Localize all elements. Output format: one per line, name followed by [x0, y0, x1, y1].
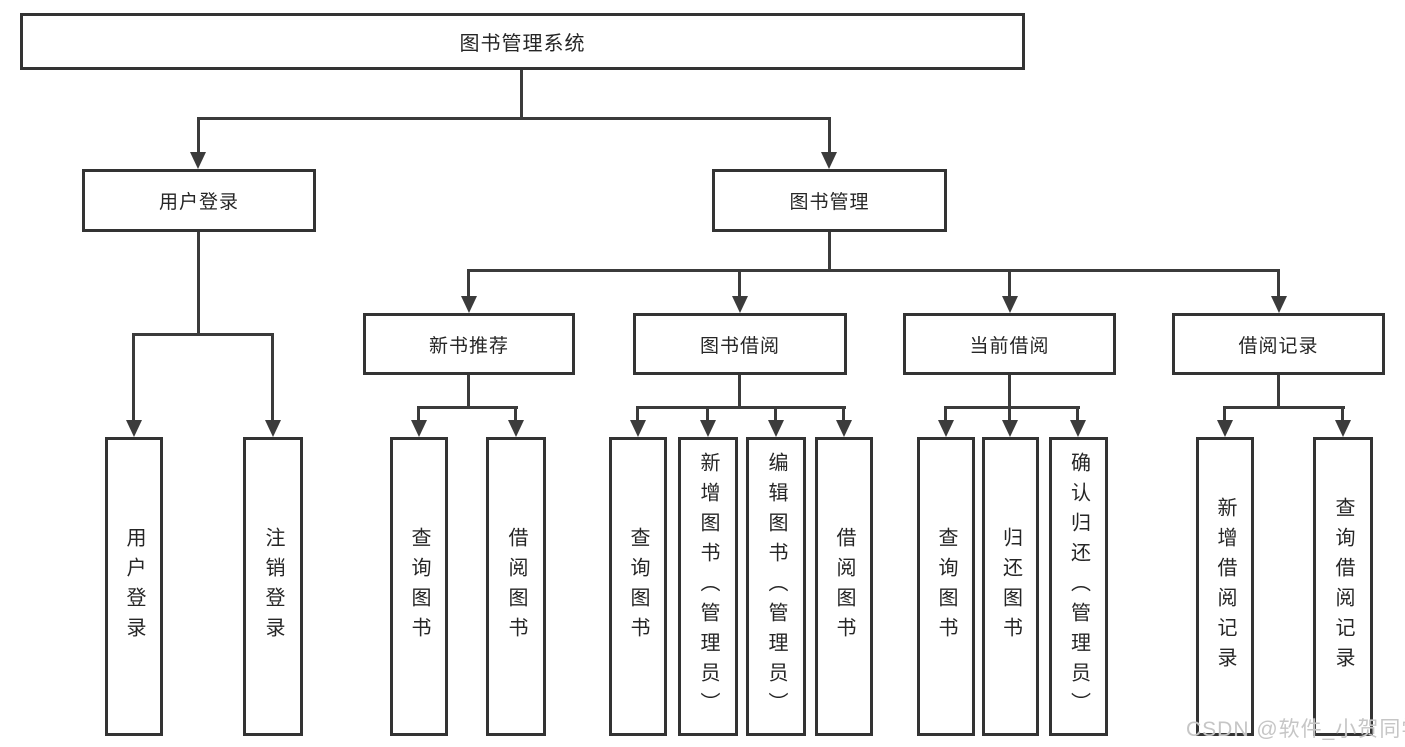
leaf-recommend-query-books-label: 查询图书 — [408, 526, 430, 647]
leaf-recommend-borrow-books: 借阅图书 — [486, 437, 546, 736]
leaf-records-query-record: 查询借阅记录 — [1313, 437, 1373, 736]
connector-stem — [467, 375, 470, 409]
connector-stem — [738, 375, 741, 409]
leaf-current-return-books-label: 归还图书 — [999, 526, 1022, 647]
leaf-borrowing-borrow-books-label: 借阅图书 — [833, 526, 855, 647]
connector-rail — [1223, 406, 1345, 409]
connector-drop — [706, 406, 709, 422]
leaf-current-query-books-label: 查询图书 — [935, 526, 957, 647]
node-new-book-recommendation: 新书推荐 — [363, 313, 575, 375]
connector-drop — [738, 269, 741, 297]
leaf-current-confirm-return-admin: 确认归还（管理员） — [1049, 437, 1108, 736]
connector-rail — [132, 333, 274, 336]
connector-drop — [1008, 406, 1011, 422]
arrow-down-icon — [508, 420, 524, 437]
leaf-borrowing-query-books-label: 查询图书 — [627, 526, 649, 647]
arrow-down-icon — [821, 152, 837, 169]
connector-drop — [944, 406, 947, 422]
connector-drop — [828, 117, 831, 153]
arrow-down-icon — [1002, 420, 1018, 437]
node-book-borrowing-label: 图书借阅 — [699, 335, 780, 357]
leaf-current-confirm-return-admin-label: 确认归还（管理员） — [1067, 451, 1090, 722]
leaf-records-add-record: 新增借阅记录 — [1196, 437, 1254, 736]
leaf-borrowing-edit-books-admin: 编辑图书（管理员） — [746, 437, 806, 736]
connector-stem — [1008, 375, 1011, 409]
csdn-watermark: CSDN @软件_小贺同学 — [1186, 718, 1405, 741]
connector-drop — [1223, 406, 1226, 422]
leaf-logout: 注销登录 — [243, 437, 303, 736]
leaf-user-login: 用户登录 — [105, 437, 163, 736]
connector-l2-rail — [197, 117, 831, 120]
arrow-down-icon — [768, 420, 784, 437]
connector-stem — [1277, 375, 1280, 409]
arrow-down-icon — [190, 152, 206, 169]
node-current-borrowing-label: 当前借阅 — [969, 335, 1050, 357]
arrow-down-icon — [411, 420, 427, 437]
arrow-down-icon — [836, 420, 852, 437]
node-current-borrowing: 当前借阅 — [903, 313, 1116, 375]
node-user-login: 用户登录 — [82, 169, 316, 232]
leaf-user-login-label: 用户登录 — [123, 526, 145, 647]
node-new-book-recommendation-label: 新书推荐 — [428, 335, 509, 357]
node-book-borrowing: 图书借阅 — [633, 313, 847, 375]
connector-drop — [132, 333, 135, 421]
arrow-down-icon — [938, 420, 954, 437]
node-book-management: 图书管理 — [712, 169, 947, 232]
connector-drop — [1341, 406, 1344, 422]
node-user-login-label: 用户登录 — [158, 192, 239, 213]
leaf-recommend-borrow-books-label: 借阅图书 — [505, 526, 527, 647]
leaf-borrowing-edit-books-admin-label: 编辑图书（管理员） — [765, 451, 787, 722]
arrow-down-icon — [1217, 420, 1233, 437]
leaf-borrowing-query-books: 查询图书 — [609, 437, 667, 736]
connector-drop — [467, 269, 470, 297]
arrow-down-icon — [1271, 296, 1287, 313]
leaf-logout-label: 注销登录 — [262, 526, 284, 647]
connector-rail — [944, 406, 1080, 409]
connector-drop — [1008, 269, 1011, 297]
connector-drop — [842, 406, 845, 422]
leaf-records-add-record-label: 新增借阅记录 — [1214, 496, 1236, 677]
connector-root-stem — [520, 70, 523, 118]
arrow-down-icon — [1002, 296, 1018, 313]
arrow-down-icon — [126, 420, 142, 437]
arrow-down-icon — [700, 420, 716, 437]
node-borrowing-records-label: 借阅记录 — [1238, 335, 1319, 357]
connector-rail — [417, 406, 518, 409]
arrow-down-icon — [265, 420, 281, 437]
leaf-borrowing-add-books-admin-label: 新增图书（管理员） — [697, 451, 719, 722]
connector-stem — [197, 232, 200, 335]
connector-drop — [514, 406, 517, 422]
connector-rail — [636, 406, 846, 409]
leaf-borrowing-borrow-books: 借阅图书 — [815, 437, 873, 736]
leaf-records-query-record-label: 查询借阅记录 — [1332, 496, 1354, 677]
node-borrowing-records: 借阅记录 — [1172, 313, 1385, 375]
arrow-down-icon — [461, 296, 477, 313]
arrow-down-icon — [732, 296, 748, 313]
connector-drop — [271, 333, 274, 421]
arrow-down-icon — [1070, 420, 1086, 437]
node-root: 图书管理系统 — [20, 13, 1025, 70]
connector-drop — [197, 117, 200, 153]
connector-drop — [1076, 406, 1079, 422]
leaf-recommend-query-books: 查询图书 — [390, 437, 448, 736]
arrow-down-icon — [1335, 420, 1351, 437]
connector-drop — [774, 406, 777, 422]
connector-drop — [417, 406, 420, 422]
connector-drop — [636, 406, 639, 422]
node-book-management-label: 图书管理 — [789, 192, 870, 213]
leaf-current-query-books: 查询图书 — [917, 437, 975, 736]
connector-l3-rail — [467, 269, 1280, 272]
leaf-borrowing-add-books-admin: 新增图书（管理员） — [678, 437, 738, 736]
leaf-current-return-books: 归还图书 — [982, 437, 1039, 736]
connector-stem — [828, 232, 831, 271]
arrow-down-icon — [630, 420, 646, 437]
connector-drop — [1277, 269, 1280, 297]
node-root-label: 图书管理系统 — [459, 33, 586, 55]
